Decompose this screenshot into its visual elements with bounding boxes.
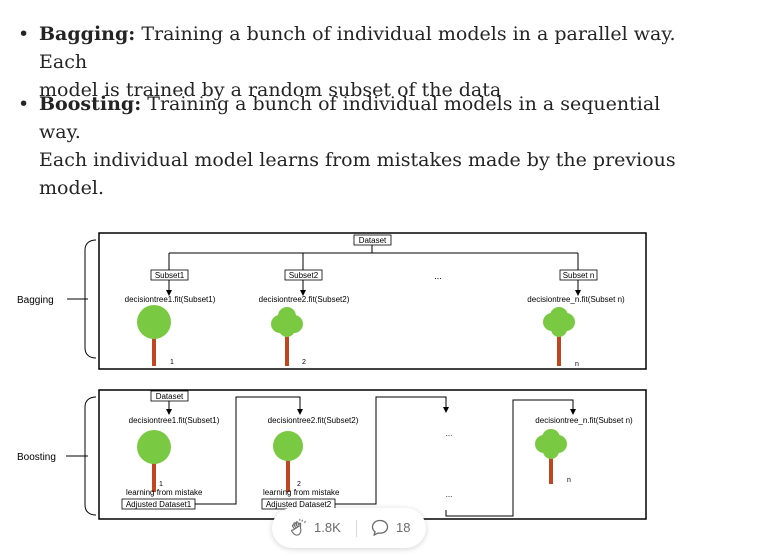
bullet-line1: Training a bunch of individual models in… <box>39 93 661 143</box>
boosting-number-2: 2 <box>297 481 301 488</box>
bagging-brace <box>84 239 97 359</box>
bullet-line2: Each individual model learns from mistak… <box>39 149 676 171</box>
tree-icon <box>137 430 171 492</box>
bagging-fit-2: decisiontree2.fit(Subset2) <box>259 295 350 304</box>
learning-label-1: learning from mistake <box>126 488 203 497</box>
tree-icon <box>137 305 171 366</box>
boosting-number-1: 1 <box>159 481 163 488</box>
tree-icon <box>271 307 303 366</box>
tree-icon <box>535 429 567 484</box>
bagging-number-n: n <box>575 361 579 368</box>
bullet-dot: • <box>18 23 30 45</box>
bagging-number-2: 2 <box>302 359 306 366</box>
engagement-bar: 1.8K 18 <box>272 508 426 548</box>
bullet-line1: Training a bunch of individual models in… <box>39 23 676 73</box>
boosting-flow-to-n <box>445 399 576 517</box>
tree-icon <box>543 307 575 366</box>
bullet-term: Bagging: <box>39 23 136 45</box>
bullet-line2: model is trained by a random subset of t… <box>39 79 502 101</box>
boosting-fit-1: decisiontree1.fit(Subset1) <box>129 416 220 425</box>
adjusted-dataset-label-2: Adjusted Dataset2 <box>266 500 332 509</box>
bullet-bagging: • Bagging: Training a bunch of individua… <box>18 20 678 104</box>
bagging-fit-1: decisiontree1.fit(Subset1) <box>125 295 216 304</box>
tree-icon <box>273 431 303 492</box>
bagging-side-label: Bagging <box>17 295 54 306</box>
boosting-fit-n: decisiontree_n.fit(Subset n) <box>535 416 633 425</box>
bagging-number-1: 1 <box>170 359 174 366</box>
bagging-dataset-label: Dataset <box>359 236 387 245</box>
bagging-ellipsis: ... <box>434 271 442 281</box>
boosting-ellipsis-bottom: ... <box>446 490 453 499</box>
bullet-line3: model. <box>39 177 104 199</box>
speech-bubble-icon[interactable] <box>370 518 390 538</box>
subset-label-1: Subset1 <box>155 271 185 280</box>
boosting-flow-1-to-2 <box>195 396 303 505</box>
adjusted-dataset-label-1: Adjusted Dataset1 <box>126 500 192 509</box>
boosting-number-n: n <box>567 477 571 484</box>
clap-count: 1.8K <box>314 520 341 535</box>
subset-label-2: Subset2 <box>289 271 319 280</box>
bullet-term: Boosting: <box>39 93 142 115</box>
learning-label-2: learning from mistake <box>263 488 340 497</box>
subset-label-n: Subset n <box>563 271 595 280</box>
boosting-brace <box>84 396 97 516</box>
clap-icon[interactable] <box>288 517 310 539</box>
bullet-text: Bagging: Training a bunch of individual … <box>39 20 678 104</box>
engagement-divider <box>356 520 357 537</box>
boosting-side-label: Boosting <box>17 452 56 463</box>
boosting-ellipsis-top: ... <box>446 429 453 438</box>
response-count: 18 <box>396 520 411 535</box>
bullet-boosting: • Boosting: Training a bunch of individu… <box>18 90 678 202</box>
bullet-dot: • <box>18 93 30 115</box>
boosting-dataset-label: Dataset <box>156 392 184 401</box>
bagging-frame <box>98 232 647 370</box>
bagging-fit-n: decisiontree_n.fit(Subset n) <box>527 295 625 304</box>
boosting-fit-2: decisiontree2.fit(Subset2) <box>268 416 359 425</box>
bullet-text: Boosting: Training a bunch of individual… <box>39 90 678 202</box>
boosting-flow-2-to-next <box>335 396 449 505</box>
